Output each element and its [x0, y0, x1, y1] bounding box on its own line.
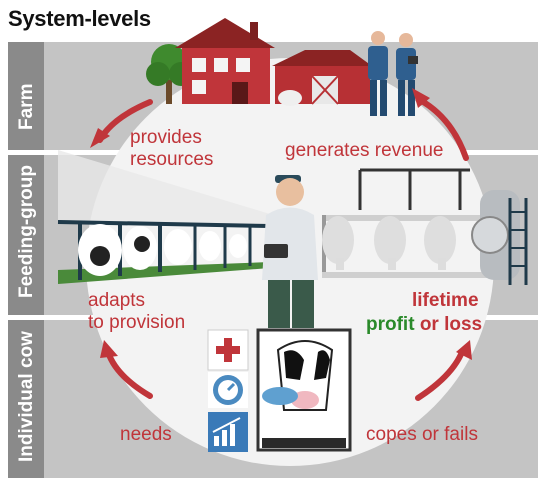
arrowheads: [90, 88, 472, 360]
arrowhead-2: [412, 88, 430, 108]
band-label-feeding-group: Feeding-group: [16, 165, 37, 298]
farmers-icon: [368, 31, 418, 116]
growth-chart-icon: [208, 412, 248, 452]
health-cross-icon: [207, 329, 249, 371]
band-label-farm: Farm: [16, 83, 37, 130]
arrowhead-4: [456, 340, 472, 360]
cow-in-stall-icon: [256, 328, 352, 452]
label-needs: needs: [120, 424, 172, 445]
label-profit: profit: [366, 314, 415, 335]
diagram-title: System-levels: [8, 6, 151, 31]
label-adapts-line2: to provision: [88, 312, 186, 333]
gauge-icon: [208, 372, 248, 408]
farmhouse-icon: [175, 18, 275, 104]
label-profit-or-loss: profit or loss: [366, 314, 482, 336]
band-farm-label-strip: [8, 42, 44, 150]
label-adapts: adapts to provision: [88, 290, 185, 334]
label-copes-or-fails: copes or fails: [366, 424, 478, 445]
label-provides-line1: provides: [130, 127, 202, 148]
arrowhead-3: [100, 340, 118, 358]
arrow-group-to-farm: [417, 97, 469, 161]
band-label-individual-cow: Individual cow: [16, 331, 37, 462]
band-feeding-label-strip: [8, 155, 44, 315]
label-generates: generates revenue: [285, 140, 444, 161]
label-provides-line2: resources: [130, 149, 214, 170]
arrow-cow-to-lifetime: [415, 349, 465, 401]
label-adapts-line1: adapts: [88, 290, 146, 311]
band-cow-label-strip: [8, 320, 44, 478]
label-or-loss: or loss: [414, 314, 483, 335]
farmer-with-tablet-icon: [262, 175, 318, 328]
arrowhead-1: [90, 128, 110, 148]
label-provides: provides resources: [130, 127, 213, 171]
feeding-fence-icon: [57, 150, 271, 284]
label-lifetime: lifetime: [412, 290, 479, 311]
milking-parlor-icon: [322, 168, 528, 285]
barn-icon: [272, 50, 372, 106]
